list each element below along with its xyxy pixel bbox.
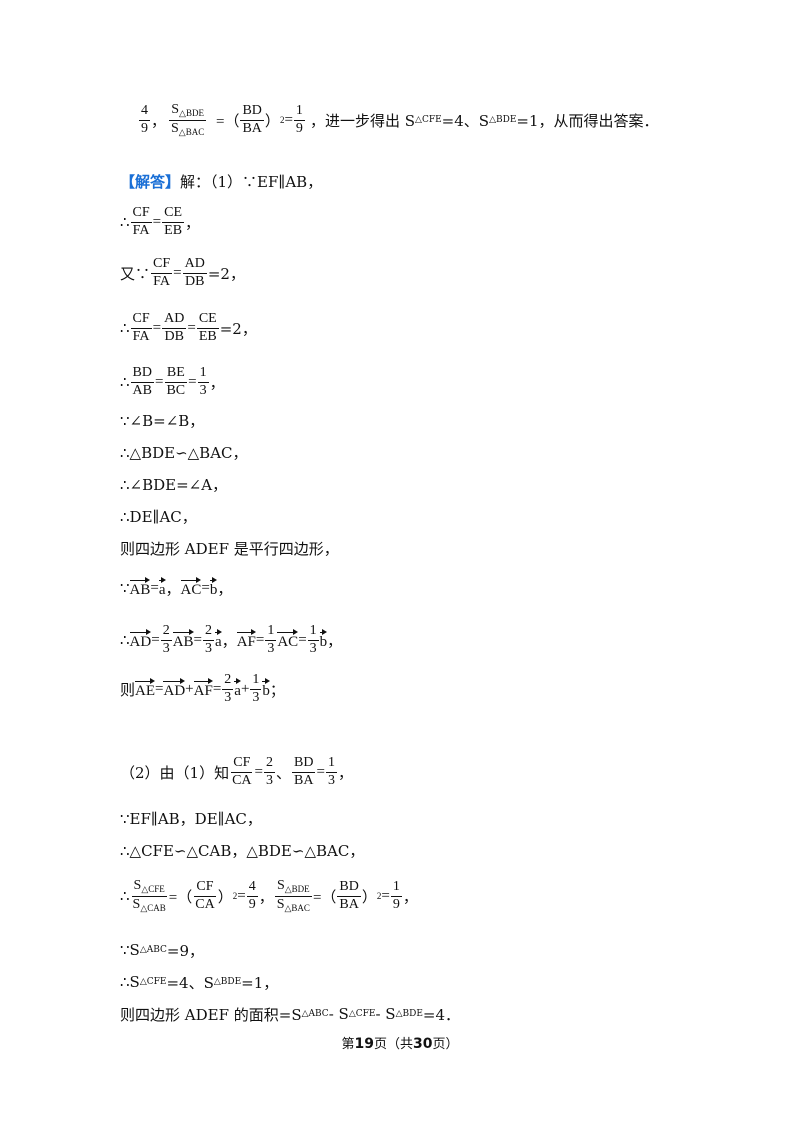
page-number: 19 xyxy=(354,1036,374,1052)
total-pages: 30 xyxy=(413,1036,433,1052)
line-18: ∵S△ABC=9， xyxy=(120,941,205,960)
line-9: ∴DE∥AC， xyxy=(120,507,197,526)
line-8: ∴∠BDE=∠A， xyxy=(120,475,228,494)
page-footer: 第19页（共30页） xyxy=(341,1036,459,1052)
line-11: ∵AB=a，AC=b， xyxy=(120,576,233,598)
line-19: ∴S△CFE=4、S△BDE=1， xyxy=(120,973,279,992)
line-solution-heading: 【解答】解：（1）∵EF∥AB， xyxy=(120,172,323,191)
line-16: ∴△CFE∽△CAB，△BDE∽△BAC， xyxy=(120,841,365,860)
line-6: ∵∠B=∠B， xyxy=(120,411,205,430)
line-10: 则四边形 ADEF 是平行四边形， xyxy=(120,539,339,558)
solution-label: 【解答】 xyxy=(120,172,181,191)
line-7: ∴△BDE∽△BAC， xyxy=(120,443,248,462)
line-15: ∵EF∥AB，DE∥AC， xyxy=(120,809,262,828)
line-20: 则四边形 ADEF 的面积=S△ABC - S△CFE - S△BDE=4． xyxy=(120,1005,461,1024)
